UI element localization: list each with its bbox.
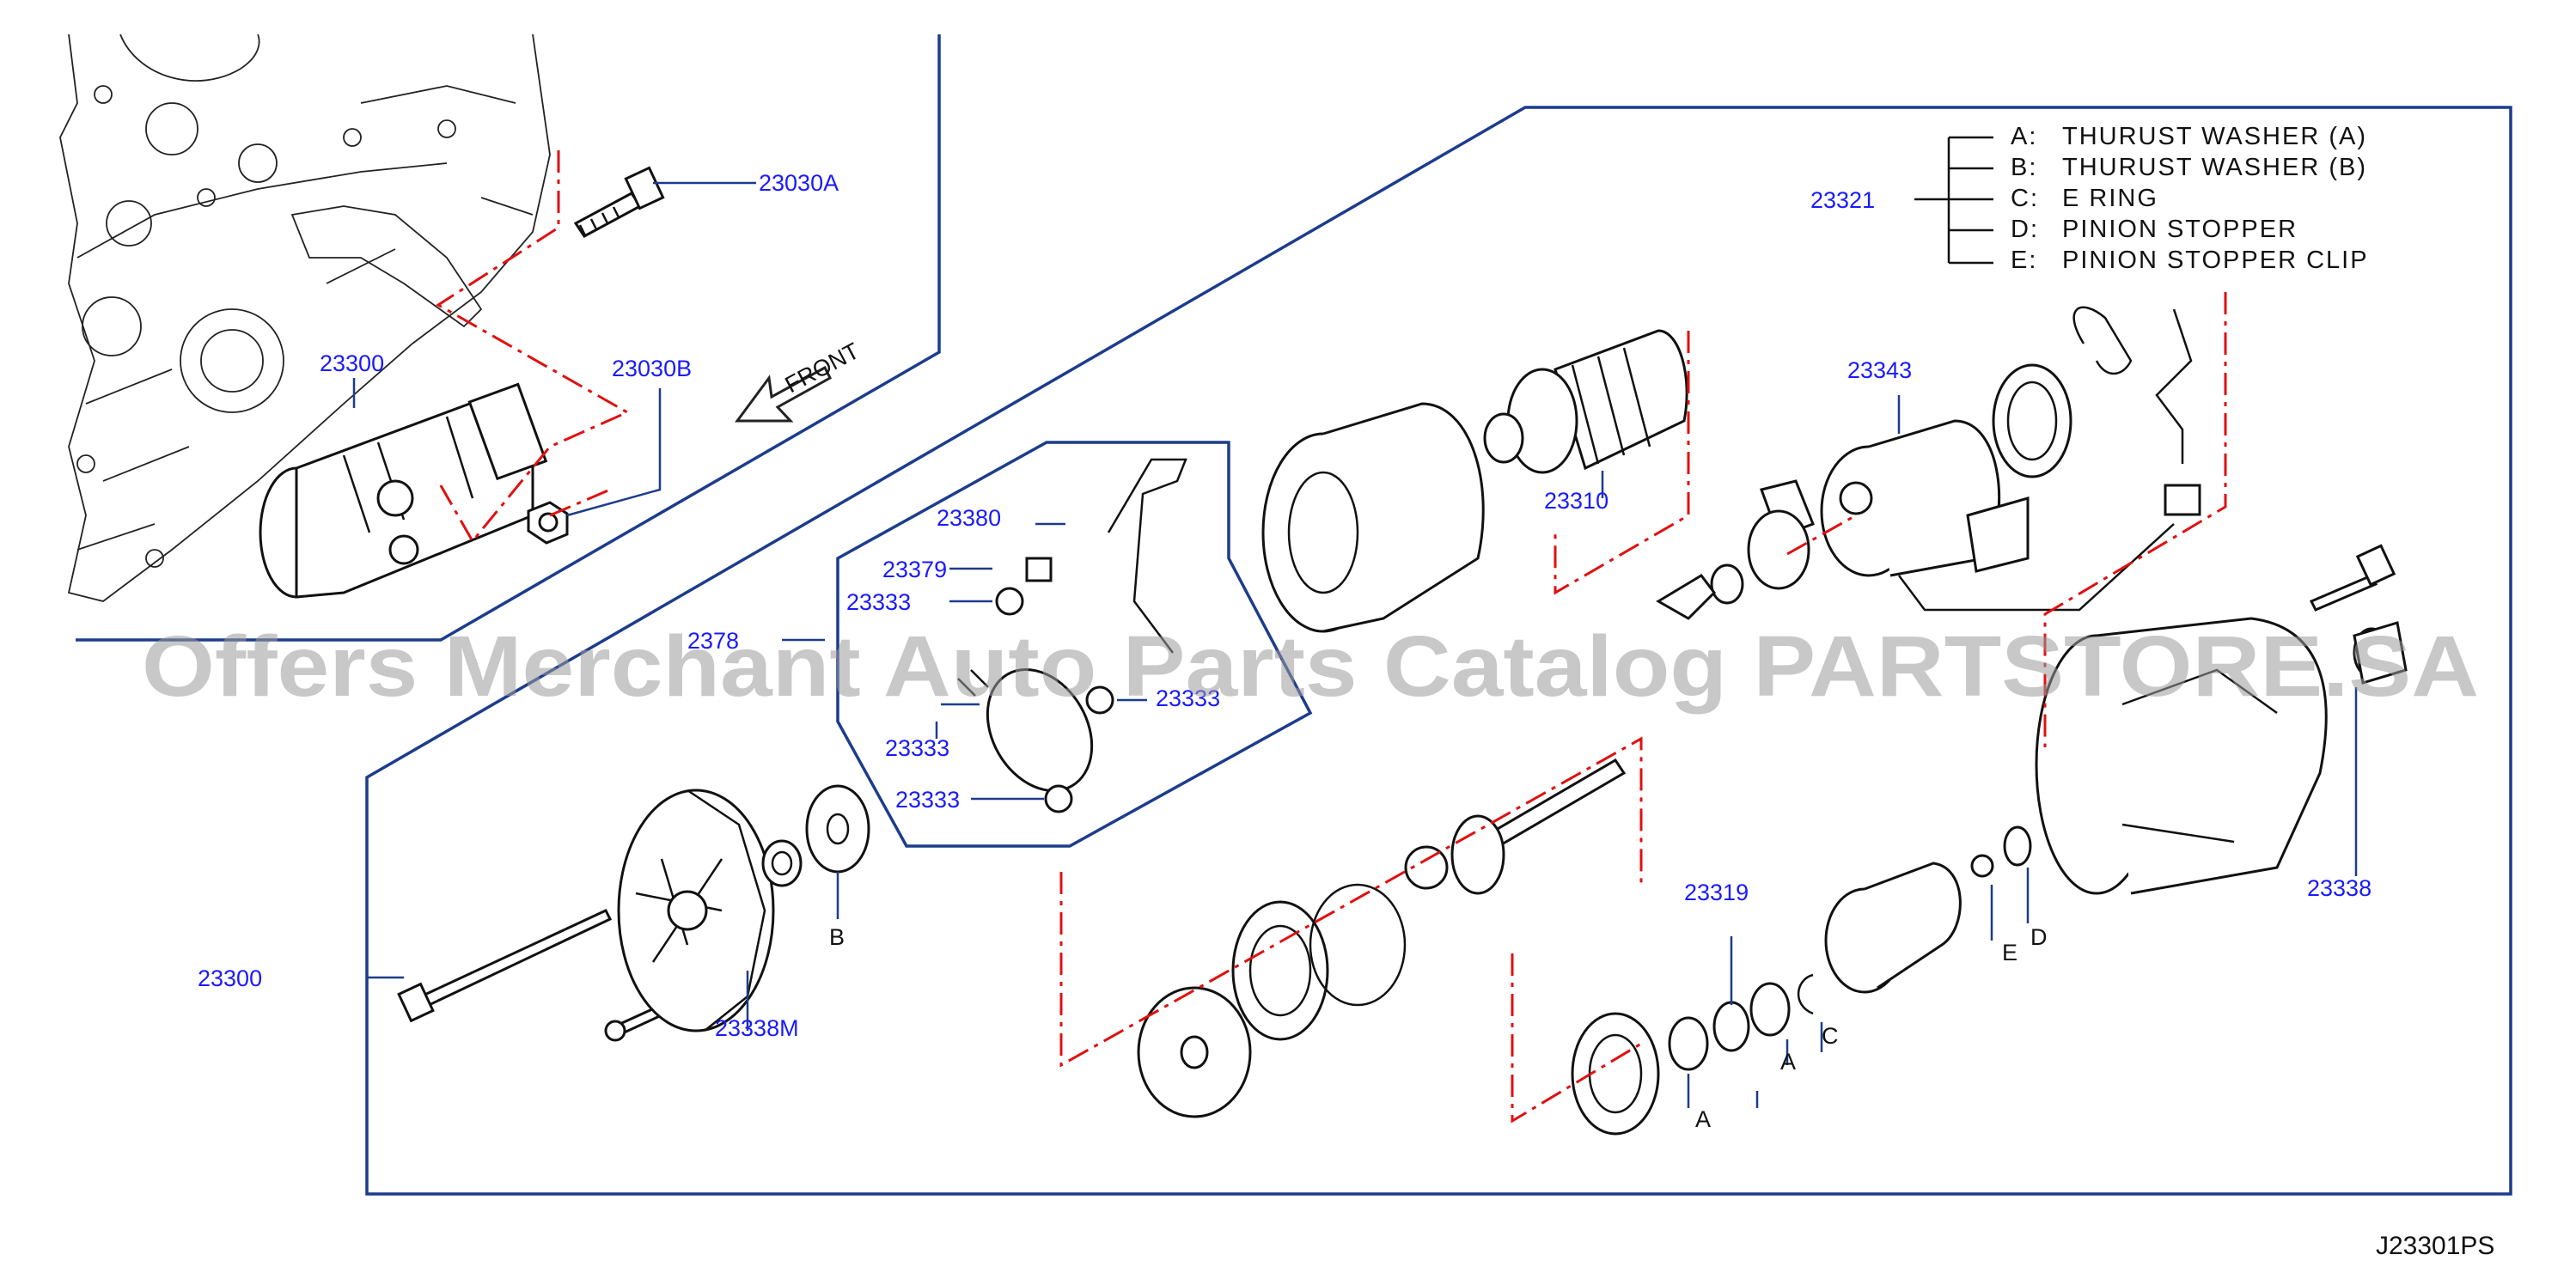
letter-e: E [2002, 940, 2017, 965]
letter-d: D [2030, 924, 2048, 950]
legend-part-number: 23321 [1810, 187, 1875, 213]
callout-23300-top: 23300 [320, 350, 384, 376]
callout-2378: 2378 [687, 628, 739, 654]
letter-a-1: A [1695, 1106, 1711, 1132]
letter-a-2: A [1780, 1049, 1796, 1075]
front-arrow-icon [735, 365, 832, 423]
callout-23333-d: 23333 [895, 787, 960, 813]
inset-frame [76, 34, 941, 642]
brush-holder-parts [957, 458, 1187, 813]
letter-b: B [829, 924, 845, 950]
callout-23319: 23319 [1684, 880, 1749, 905]
small-screw [604, 1002, 667, 1042]
legend-text-c: E RING [2062, 185, 2158, 212]
washer-ring [1992, 363, 2072, 478]
legend-text-d: PINION STOPPER [2062, 216, 2298, 243]
armature-23310 [1483, 329, 1688, 474]
legend-text-a: THURUST WASHER (A) [2062, 123, 2367, 150]
callout-23379: 23379 [882, 557, 947, 582]
watermark: Offers Merchant Auto Parts Catalog PARTS… [142, 618, 2479, 715]
gear-set [1137, 758, 1627, 1118]
insulator [1966, 496, 2030, 573]
lever-parts [1656, 479, 1815, 620]
callout-23030b: 23030B [612, 356, 692, 381]
solenoid-23343 [1820, 419, 2201, 612]
main-frame [365, 106, 2512, 1196]
callout-23380: 23380 [937, 505, 1001, 531]
callout-23310: 23310 [1544, 488, 1608, 514]
diagram-code: J23301PS [2376, 1232, 2494, 1260]
yoke [1261, 402, 1485, 633]
callout-23300-main: 23300 [198, 965, 262, 991]
nut-23030b [527, 501, 569, 545]
callout-23338: 23338 [2307, 875, 2372, 901]
legend-key-a: A: [2011, 123, 2037, 150]
legend: 23321 A: THURUST WASHER (A) B: THURUST W… [1810, 123, 2369, 274]
drive-housing [2035, 544, 2408, 895]
legend-text-b: THURUST WASHER (B) [2062, 154, 2367, 181]
bolt-23030a [573, 166, 665, 238]
assembly-cut-lines [549, 292, 2227, 1124]
legend-key-c: C: [2011, 185, 2039, 212]
legend-text-e: PINION STOPPER CLIP [2062, 247, 2369, 274]
engine-block-sketch [59, 33, 551, 602]
callout-23030a: 23030A [759, 170, 839, 196]
legend-key-b: B: [2011, 154, 2037, 181]
clips [2072, 306, 2193, 464]
legend-key-d: D: [2011, 216, 2039, 243]
front-label: FRONT [781, 338, 864, 398]
callout-23333-a: 23333 [846, 589, 911, 615]
legend-key-e: E: [2011, 247, 2037, 274]
letter-c: C [1822, 1023, 1839, 1049]
clutch-pinion [1571, 825, 2032, 1136]
callout-23333-c: 23333 [885, 735, 949, 761]
brush-holder-frame [836, 441, 1313, 848]
starter-assembly-small [259, 382, 548, 599]
rear-cover-23338m [617, 789, 775, 1032]
bearing-b [761, 784, 870, 887]
callout-23333-b: 23333 [1156, 685, 1220, 711]
callout-23338m: 23338M [715, 1015, 799, 1041]
through-bolt [397, 909, 613, 1023]
callout-23343: 23343 [1847, 357, 1912, 383]
